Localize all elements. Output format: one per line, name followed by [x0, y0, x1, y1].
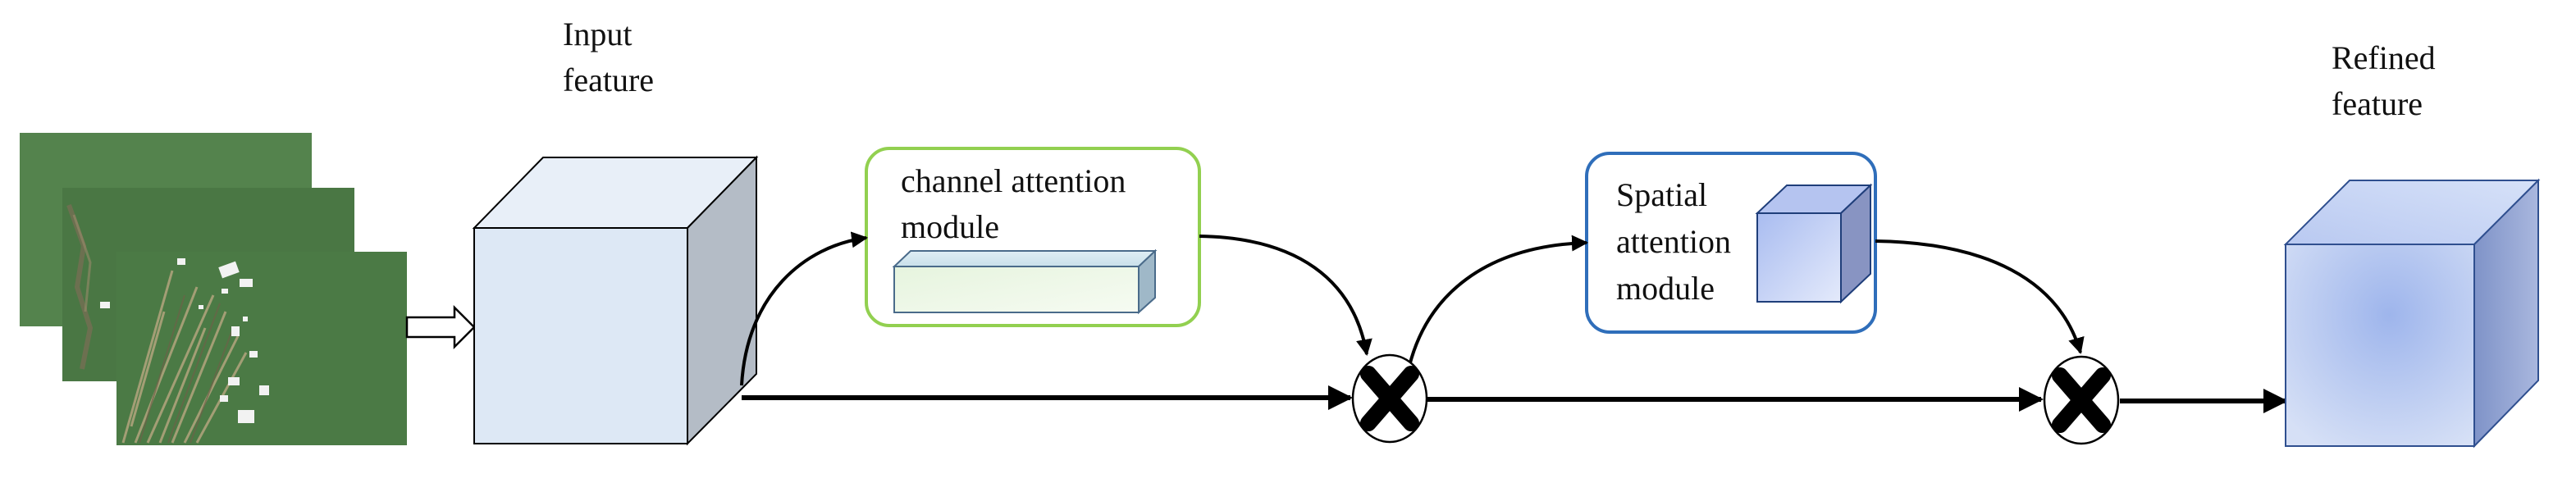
input-feature-label-line1: Input: [563, 16, 632, 52]
spatial-attention-label-line2: attention: [1616, 223, 1731, 260]
channel-attention-module: channel attention module: [865, 147, 1201, 327]
spatial-attention-label-line3: module: [1616, 270, 1715, 307]
spatial-attention-cube: [1755, 183, 1873, 304]
channel-attention-label-line2: module: [901, 208, 999, 245]
arrow-spatial-attention-to-multiply-2: [1875, 239, 2085, 354]
arrow-input-to-channel-attention: [740, 231, 868, 386]
refined-feature-cube: [2283, 178, 2541, 449]
multiply-icon: [2043, 355, 2120, 445]
input-image-front: [100, 252, 407, 445]
channel-attention-label-line1: channel attention: [901, 162, 1126, 199]
input-feature-cube: [472, 155, 759, 446]
input-image-stack: [20, 133, 407, 445]
spatial-attention-label-line1: Spatial: [1616, 176, 1707, 213]
refined-feature-label-line2: feature: [2332, 85, 2423, 122]
refined-feature-label-line1: Refined: [2332, 39, 2436, 76]
arrow-multiply-1-to-spatial-attention: [1408, 235, 1588, 367]
channel-attention-bar: [892, 248, 1158, 315]
arrow-channel-attention-to-multiply-1: [1199, 235, 1372, 356]
spatial-attention-module: Spatial attention module: [1585, 152, 1877, 334]
multiply-icon: [1351, 353, 1428, 444]
input-feature-label-line2: feature: [563, 61, 654, 98]
input-hollow-arrow: [405, 304, 476, 350]
